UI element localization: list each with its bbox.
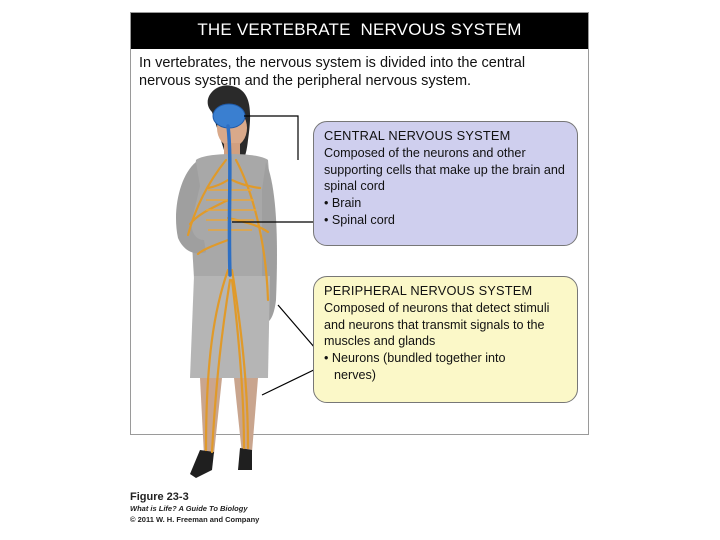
cns-box: CENTRAL NERVOUS SYSTEM Composed of the n… xyxy=(313,121,578,246)
book-title: What is Life? A Guide To Biology xyxy=(130,504,248,513)
pns-bullet-neurons: • Neurons (bundled together into xyxy=(324,351,506,366)
leg-left xyxy=(200,378,222,456)
pns-bullet-neurons-continued: nerves) xyxy=(334,367,376,382)
cns-description: Composed of the neurons and other suppor… xyxy=(324,145,565,194)
cns-bullet-brain: • Brain xyxy=(324,196,362,211)
skirt xyxy=(190,276,270,378)
shoe-right xyxy=(238,448,252,470)
figure-caption: Figure 23-3 What is Life? A Guide To Bio… xyxy=(130,492,259,525)
leader-lines xyxy=(232,115,323,396)
pns-leader-lower xyxy=(261,365,323,396)
brain xyxy=(212,103,246,129)
intro-text: In vertebrates, the nervous system is di… xyxy=(139,55,526,89)
leg-right xyxy=(234,378,258,454)
pns-description: Composed of neurons that detect stimuli … xyxy=(324,300,550,349)
arm-left xyxy=(176,162,206,254)
pns-box: PERIPHERAL NERVOUS SYSTEM Composed of ne… xyxy=(313,276,578,403)
shoe-left xyxy=(190,450,214,478)
cns-heading: CENTRAL NERVOUS SYSTEM xyxy=(324,128,511,143)
figure-number: Figure 23-3 xyxy=(130,491,189,503)
pns-heading: PERIPHERAL NERVOUS SYSTEM xyxy=(324,283,533,298)
cns-leader-brain xyxy=(244,115,299,160)
title-bar: THE VERTEBRATE NERVOUS SYSTEM xyxy=(131,13,588,49)
peripheral-nerves xyxy=(186,158,270,454)
copyright: © 2011 W. H. Freeman and Company xyxy=(130,515,260,524)
spinal-cord xyxy=(226,124,232,277)
cns-bullet-spinal-cord: • Spinal cord xyxy=(324,212,395,227)
